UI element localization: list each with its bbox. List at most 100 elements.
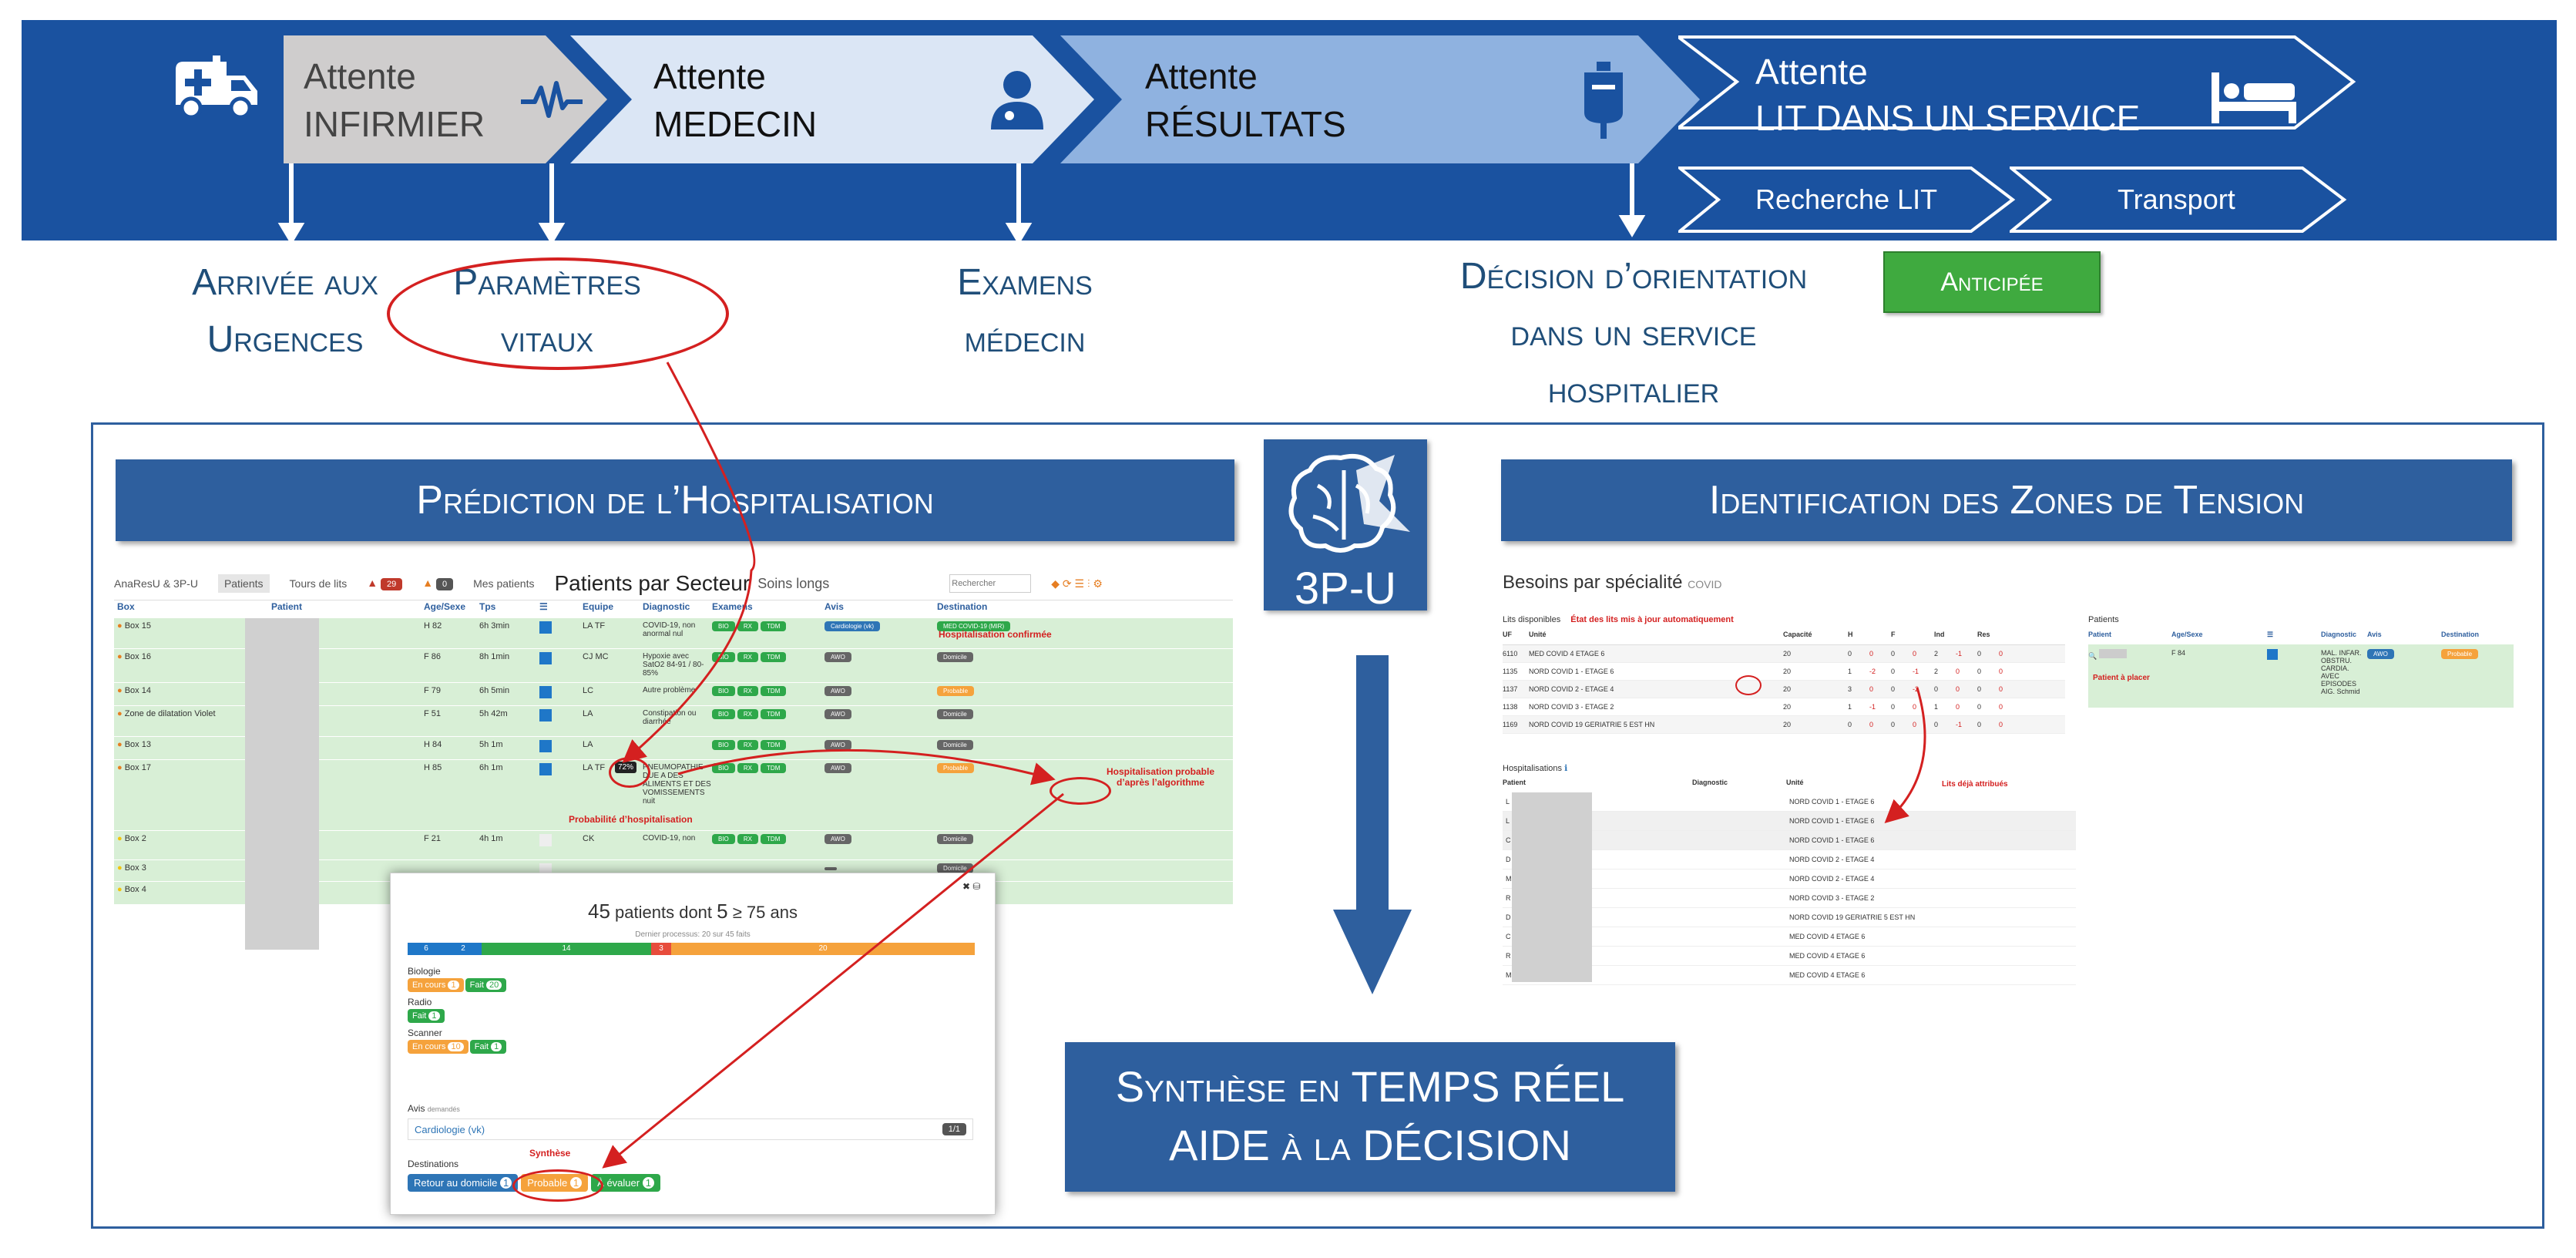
table-cell: Cardiologie (vk) xyxy=(825,621,937,631)
step-line1: Attente xyxy=(1145,56,1258,96)
avis-label: Avis demandés xyxy=(408,1103,460,1114)
diagnostic: PNEUMOPATHIE DUE A DES ALIMENTS ET DES V… xyxy=(643,763,711,806)
table-cell: ● Box 14 xyxy=(114,686,271,695)
tag-label: Fait xyxy=(469,980,484,990)
hcol: Unité xyxy=(1786,779,1804,786)
unite: NORD COVID 19 GERIATRIE 5 EST HN xyxy=(1529,721,1655,728)
nav-mes-patients[interactable]: Mes patients xyxy=(473,577,535,590)
exam-tag: RX xyxy=(737,763,758,773)
dest-count: 1 xyxy=(500,1177,512,1189)
hosp-row[interactable]: C MED COVID 4 ETAGE 6 xyxy=(1503,927,2076,947)
exam-status-tag[interactable]: Fait 1 xyxy=(469,1040,507,1054)
time-elapsed: 8h 1min xyxy=(479,652,510,661)
dest-evaluer[interactable]: À évaluer 1 xyxy=(591,1174,660,1192)
age-sexe: H 82 xyxy=(424,621,442,631)
lits-col: Ind xyxy=(1934,631,1945,638)
info-icon[interactable]: ℹ xyxy=(1564,764,1568,773)
destination-badge: Domicile xyxy=(937,652,973,662)
diagnostic: Constipation ou diarrhée xyxy=(643,709,697,726)
lits-value: 3 xyxy=(1848,685,1852,693)
lits-value: 1 xyxy=(1848,668,1852,675)
exam-status-tag[interactable]: En cours 10 xyxy=(408,1040,469,1054)
avis-item[interactable]: Cardiologie (vk) 1/1 xyxy=(408,1118,973,1140)
patient-row[interactable]: 🔍 F 84 MAL. INFAR. OBSTRU. CARDIA. AVEC … xyxy=(2088,644,2514,708)
progress-segment: 14 xyxy=(482,943,651,955)
step-line2: LIT DANS UN SERVICE xyxy=(1755,98,2141,138)
dest-domicile[interactable]: Retour au domicile 1 xyxy=(408,1174,519,1192)
popup-tools-icon[interactable]: ✖ ⛁ xyxy=(962,881,981,892)
exam-tag: TDM xyxy=(761,621,787,631)
app-brand[interactable]: AnaResU & 3P-U xyxy=(114,577,198,590)
besoins-sub: COVID xyxy=(1688,578,1722,590)
nav-tours[interactable]: Tours de lits xyxy=(289,577,348,590)
nav-alert-count[interactable]: ▲ 29 xyxy=(367,577,403,590)
table-cell: ● Box 4 xyxy=(114,885,271,894)
exam-status-tag[interactable]: En cours 1 xyxy=(408,978,464,992)
app-navbar: AnaResU & 3P-U Patients Tours de lits ▲ … xyxy=(114,567,1233,600)
exam-status-tag[interactable]: Fait 1 xyxy=(408,1009,445,1023)
lits-value: 0 xyxy=(1977,721,1982,728)
lits-value: 0 xyxy=(1913,650,1917,658)
lits-value: -1 xyxy=(1956,650,1963,658)
nav-patients[interactable]: Patients xyxy=(217,574,270,593)
table-cell xyxy=(539,740,583,755)
hosp-unit: NORD COVID 1 - ETAGE 6 xyxy=(1789,817,1875,825)
col-patient: Patient xyxy=(271,601,303,612)
lits-value: 0 xyxy=(1956,685,1960,693)
highlight-ellipse xyxy=(1050,777,1111,805)
pcol: Destination xyxy=(2441,631,2480,638)
patient-count-label: patients dont xyxy=(615,903,713,922)
exam-status-tag[interactable]: Fait 20 xyxy=(465,978,507,992)
lits-col: Capacité xyxy=(1783,631,1812,638)
hosp-unit: MED COVID 4 ETAGE 6 xyxy=(1789,933,1866,940)
diagnostic: COVID-19, non xyxy=(643,834,696,843)
diagnostic: Hypoxie avec SatO2 84-91 / 80-85% xyxy=(643,652,704,678)
table-cell: BIO RX TDM xyxy=(712,740,825,750)
lits-value: 0 xyxy=(1977,668,1982,675)
milestone-line: Arrivée aux xyxy=(192,262,378,303)
ambulance-icon xyxy=(171,54,262,122)
col-icon: ☰ xyxy=(539,601,548,612)
box-label: Box 15 xyxy=(124,621,151,631)
nav-warning-count[interactable]: ▲ 0 xyxy=(422,577,454,590)
tag-count: 1 xyxy=(448,980,459,990)
table-cell: COVID-19, non anormal nul xyxy=(643,621,712,638)
progress-segment: 20 xyxy=(671,943,975,955)
equipe: LA xyxy=(583,740,593,749)
status-square-icon xyxy=(539,763,552,775)
hosp-patient: C xyxy=(1506,933,1511,940)
capacite: 20 xyxy=(1783,685,1792,693)
table-cell xyxy=(539,621,583,636)
tag-count: 20 xyxy=(486,980,502,990)
lits-col: H xyxy=(1848,631,1853,638)
diagnostic: Autre problème xyxy=(643,686,696,695)
milestone-line: hospitalier xyxy=(1547,370,1720,411)
annotation-line: Hospitalisation probable xyxy=(1107,766,1215,777)
patient-a-placer: Patient à placer xyxy=(2093,674,2150,682)
col-destination: Destination xyxy=(937,601,988,612)
refresh-icon[interactable]: ◆ ⟳ ☰ ⫶ ⚙ xyxy=(1051,577,1103,590)
search-input[interactable] xyxy=(949,574,1032,593)
patient-search-icon[interactable]: 🔍 xyxy=(2088,644,2171,708)
status-square-icon xyxy=(539,709,552,722)
patient-avis: AWO xyxy=(2367,644,2441,708)
lits-col: Unité xyxy=(1529,631,1547,638)
table-cell: 4h 1m xyxy=(479,834,539,843)
table-cell: AWO xyxy=(825,686,937,696)
sub-step-label: Transport xyxy=(2118,183,2235,215)
